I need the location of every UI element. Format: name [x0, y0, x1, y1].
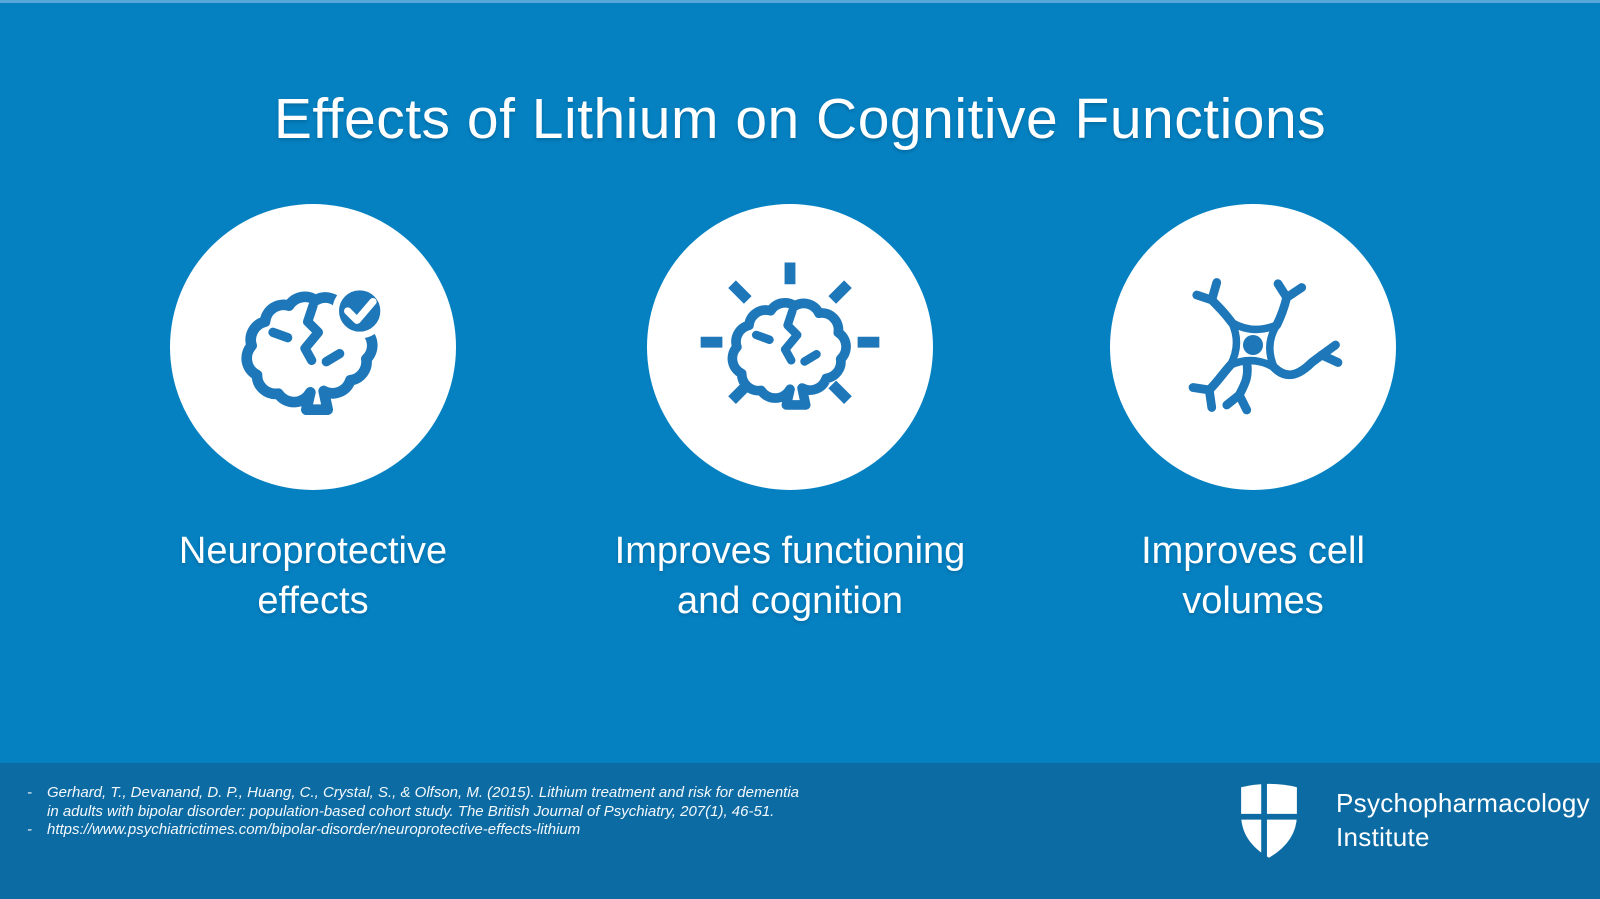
card-label: Neuroprotective effects	[178, 530, 448, 622]
top-edge-highlight	[0, 0, 1600, 3]
citation-list: - Gerhard, T., Devanand, D. P., Huang, C…	[27, 784, 799, 840]
icon-circle	[1110, 204, 1396, 490]
citation-item: - https://www.psychiatrictimes.com/bipol…	[27, 821, 799, 840]
card-cell-volumes: Improves cell volumes	[1023, 204, 1483, 626]
brain-check-icon	[241, 283, 387, 415]
page-title: Effects of Lithium on Cognitive Function…	[273, 87, 1327, 152]
publisher-logo: Psychopharmacology Institute	[1228, 779, 1590, 861]
citation-text: Gerhard, T., Devanand, D. P., Huang, C.,…	[47, 784, 799, 820]
icon-circle	[170, 204, 456, 490]
card-functioning-cognition: Improves functioning and cognition	[560, 204, 1020, 626]
citation-item: - Gerhard, T., Devanand, D. P., Huang, C…	[27, 784, 799, 821]
shield-logo-icon	[1237, 780, 1301, 860]
brain-rays-icon	[700, 262, 880, 410]
citation-bullet: -	[27, 784, 32, 801]
publisher-name: Psychopharmacology Institute	[1336, 788, 1590, 852]
card-label: Improves functioning and cognition	[614, 530, 966, 622]
neuron-icon	[1188, 277, 1343, 414]
card-neuroprotective: Neuroprotective effects	[83, 204, 543, 626]
icon-circle	[647, 204, 933, 490]
citation-url: https://www.psychiatrictimes.com/bipolar…	[47, 821, 581, 838]
citation-bullet: -	[27, 821, 32, 838]
card-label: Improves cell volumes	[1141, 530, 1365, 622]
footer-bar: - Gerhard, T., Devanand, D. P., Huang, C…	[0, 763, 1600, 899]
